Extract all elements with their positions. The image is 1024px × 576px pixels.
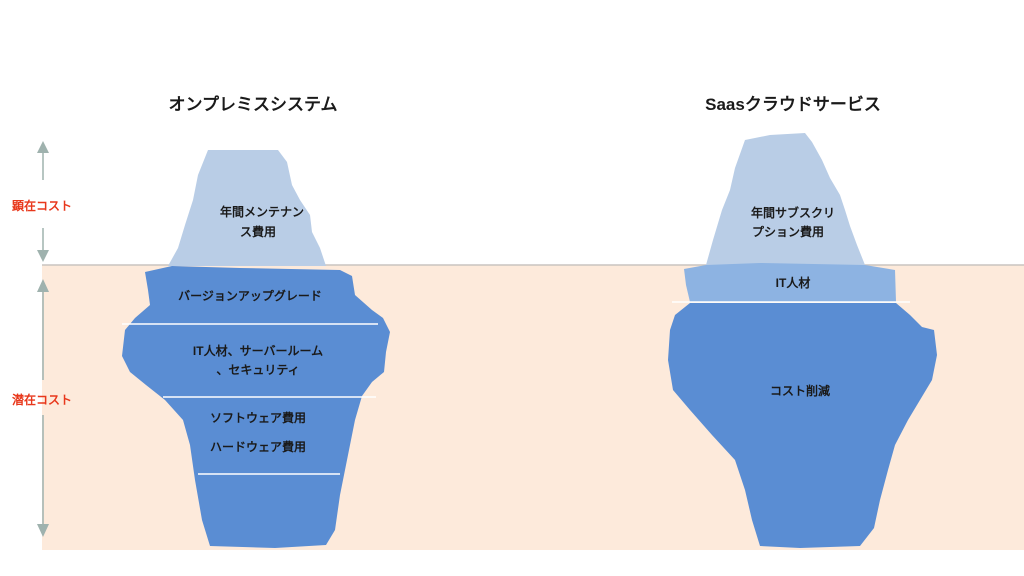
layer-label: IT人材、サーバールーム: [193, 343, 323, 358]
saas-reduction-label: コスト削減: [770, 383, 830, 398]
saas-title: Saasクラウドサービス: [705, 95, 881, 114]
layer-label: バージョンアップグレード: [178, 288, 322, 303]
on-premise-tip-label: 年間メンテナン: [220, 204, 304, 219]
layer-label: 、セキュリティ: [216, 363, 299, 377]
visible-cost-arrow: [37, 141, 49, 262]
on-premise-tip-label: ス費用: [240, 224, 276, 239]
saas-tip-label: プション費用: [752, 224, 824, 239]
layer-label: ソフトウェア費用: [210, 410, 306, 425]
saas-it-band: [684, 263, 896, 302]
hidden-cost-arrow: [37, 279, 49, 537]
layer-label: ハードウェア費用: [210, 439, 306, 454]
on-premise-tip: [168, 150, 326, 266]
saas-tip: [706, 133, 865, 265]
saas-tip-label: 年間サブスクリ: [751, 205, 835, 220]
saas-reduction-area: [668, 303, 937, 548]
hidden-cost-label: 潜在コスト: [12, 392, 72, 407]
on-premise-title: オンプレミスシステム: [169, 94, 338, 114]
visible-cost-label: 顕在コスト: [12, 198, 72, 213]
on-premise-underwater: [122, 266, 390, 548]
saas-it-label: IT人材: [776, 275, 811, 290]
